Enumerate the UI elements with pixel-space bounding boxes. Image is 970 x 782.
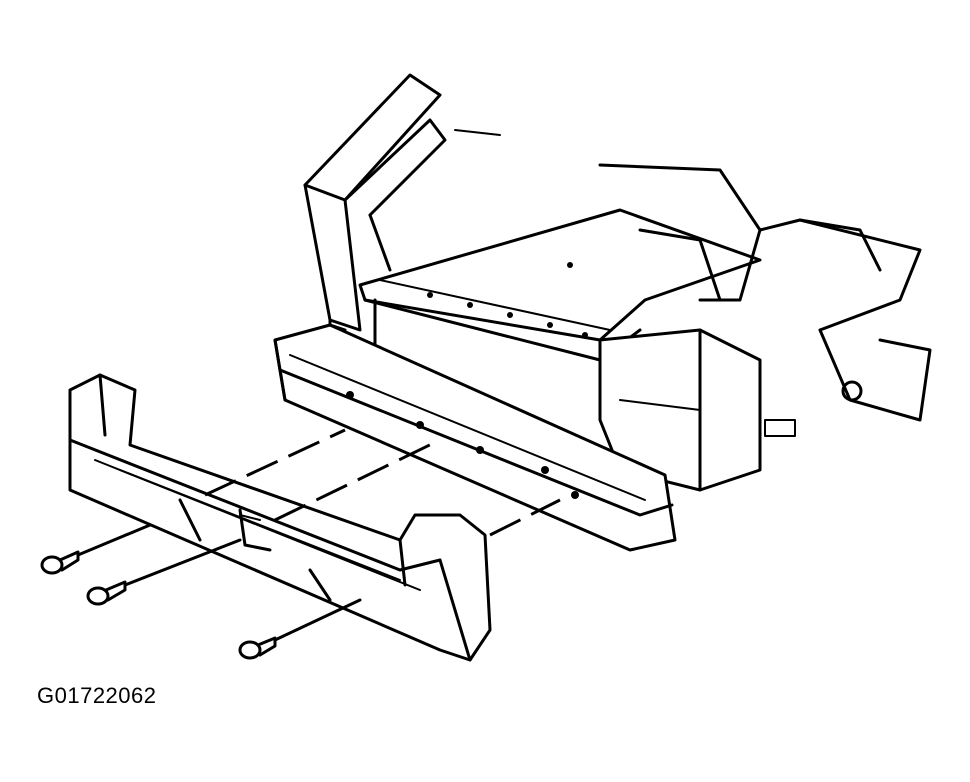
push-pin-fastener-3 bbox=[238, 598, 362, 660]
push-pin-fastener-2 bbox=[86, 538, 242, 606]
alignment-lines bbox=[204, 428, 561, 537]
diagram-id-label: G01722062 bbox=[37, 683, 157, 708]
push-pin-fastener-1 bbox=[40, 523, 152, 575]
bumper-impact-bar bbox=[273, 323, 677, 552]
